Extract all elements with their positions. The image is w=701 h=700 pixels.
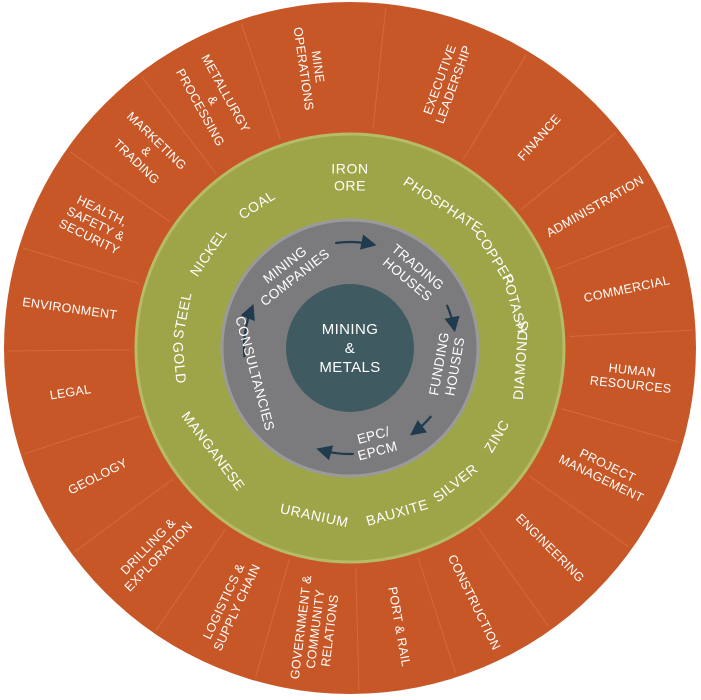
outer-divider [555,224,670,270]
flow-arrow-icon [316,445,354,461]
function-label-text: LEGAL [49,382,92,402]
flow-arrow-icon [410,415,433,436]
outer-divider [528,475,629,548]
function-label-text: GOVERNMENT &COMMUNITYRELATIONS [288,574,343,684]
arrows-layer [240,234,460,461]
outer-divider [355,567,360,690]
function-label-line: MINE [309,50,327,84]
outer-divider [241,23,281,140]
commodity-label-line: ORE [334,178,366,194]
outer-divider [24,415,141,455]
outer-divider [155,529,226,631]
flow-arrow-icon [335,234,377,250]
outer-divider [569,329,692,337]
commodity-label: DIAMONDS [510,319,532,400]
outer-divider [69,151,171,223]
commodity-label: GOLD [170,341,190,384]
flow-arrow-icon [240,304,255,358]
commodity-label-text: GOLD [170,341,190,384]
outer-divider [22,247,140,285]
outer-divider [417,557,457,674]
function-label: GOVERNMENT &COMMUNITYRELATIONS [288,574,343,684]
function-label-line: LEGAL [49,382,92,402]
function-label-line: HUMAN [608,361,657,380]
outer-divider [561,408,679,443]
core-label: MINING & METALS [319,321,380,376]
core-circle [286,284,414,412]
core-label-line: MINING [322,321,379,338]
function-label: LEGAL [49,382,92,402]
outer-divider [141,76,217,174]
outer-divider [372,7,387,130]
core-label-line: METALS [319,359,380,376]
outer-divider [462,54,527,160]
rings-layer [4,2,696,694]
outer-divider [520,132,617,210]
commodity-label-line: IRON [331,161,368,177]
dividers-layer [8,7,692,690]
outer-divider [477,526,550,627]
commodity-label-line: DIAMONDS [510,319,532,400]
commodity-label-text: DIAMONDS [510,319,532,400]
outer-divider [255,559,290,677]
outer-divider [74,478,174,552]
flow-arrow-icon [444,304,460,333]
core-label-line: & [345,340,355,357]
outer-divider [8,349,131,352]
commodity-label-line: GOLD [170,341,190,384]
